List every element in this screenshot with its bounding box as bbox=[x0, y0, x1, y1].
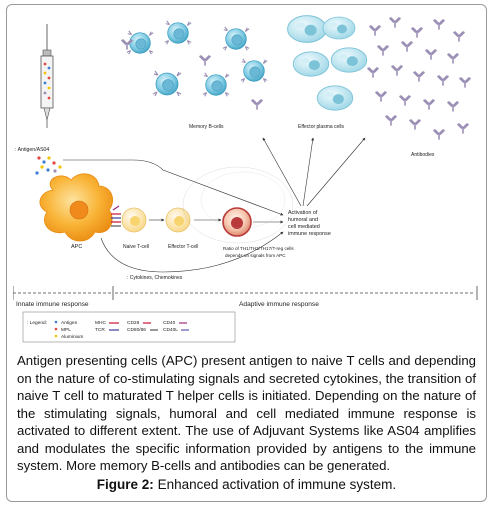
legend-cd40: CD40 bbox=[163, 320, 176, 326]
figure-title-text: Enhanced activation of immune system. bbox=[153, 477, 397, 492]
legend-box bbox=[22, 311, 236, 343]
legend-mhc: MHC bbox=[95, 320, 106, 326]
legend-cd80-86: CD80/86 bbox=[127, 327, 146, 333]
adaptive-label: Adaptive immune response bbox=[239, 301, 319, 308]
activation-line2: humoral and bbox=[288, 217, 318, 223]
figure-label: Figure 2: bbox=[96, 477, 154, 492]
syringe-icon bbox=[40, 24, 54, 128]
innate-label: Innate immune response bbox=[16, 301, 89, 308]
response-timeline bbox=[13, 286, 478, 300]
effector-plasma-label: Effector plasma cells bbox=[298, 124, 345, 130]
antibodies-group bbox=[367, 17, 471, 140]
legend-tcr: TCR bbox=[95, 327, 105, 333]
apc-cell bbox=[39, 173, 113, 242]
cytokine-arrow bbox=[100, 231, 284, 273]
background-sketch bbox=[182, 166, 294, 244]
ratio-label-line2: depends on signals from APC bbox=[225, 253, 286, 258]
effector-tcell bbox=[165, 207, 191, 233]
plasma-cells bbox=[286, 15, 368, 111]
figure-title: Figure 2: Enhanced activation of immune … bbox=[0, 477, 493, 492]
arrow-to-antibodies bbox=[306, 137, 366, 207]
receptor-marks bbox=[111, 205, 121, 227]
apc-label: APC bbox=[71, 244, 82, 250]
memory-bcells-label: Memory B-cells bbox=[189, 124, 224, 130]
figure-frame bbox=[6, 4, 487, 502]
signal-arrow-top bbox=[63, 159, 284, 216]
legend-mpl: MPL bbox=[61, 327, 71, 333]
legend-cd28: CD28 bbox=[127, 320, 140, 326]
effector-tcell-label: Effector T-cell bbox=[168, 244, 198, 250]
arrow-to-plasma bbox=[302, 137, 315, 207]
legend-cd40l: CD40L bbox=[163, 327, 178, 333]
figure-caption: Antigen presenting cells (APC) present a… bbox=[17, 353, 476, 473]
ratio-cell bbox=[222, 207, 252, 237]
memory-bcells bbox=[121, 20, 268, 110]
cytokines-label: : Cytokines, Chemokines bbox=[127, 275, 183, 281]
antigen-particles bbox=[35, 156, 62, 175]
antibodies-label: Antibodies bbox=[411, 152, 435, 158]
activation-line3: cell mediated bbox=[288, 224, 320, 230]
antigen-as04-label: : Antigen/AS04 bbox=[15, 147, 49, 153]
activation-line1: Activation of bbox=[288, 210, 318, 216]
legend-title: : Legend: bbox=[27, 320, 47, 326]
naive-tcell bbox=[121, 207, 147, 233]
immune-activation-diagram: : Antigen/AS04 APC Naive T-cell E bbox=[13, 15, 478, 343]
naive-tcell-label: Naive T-cell bbox=[123, 244, 149, 250]
legend-antigen: Antigen bbox=[61, 320, 78, 326]
legend-aluminium: Aluminium bbox=[61, 334, 83, 340]
arrow-to-memory bbox=[262, 137, 302, 207]
activation-line4: immune response bbox=[288, 231, 331, 237]
